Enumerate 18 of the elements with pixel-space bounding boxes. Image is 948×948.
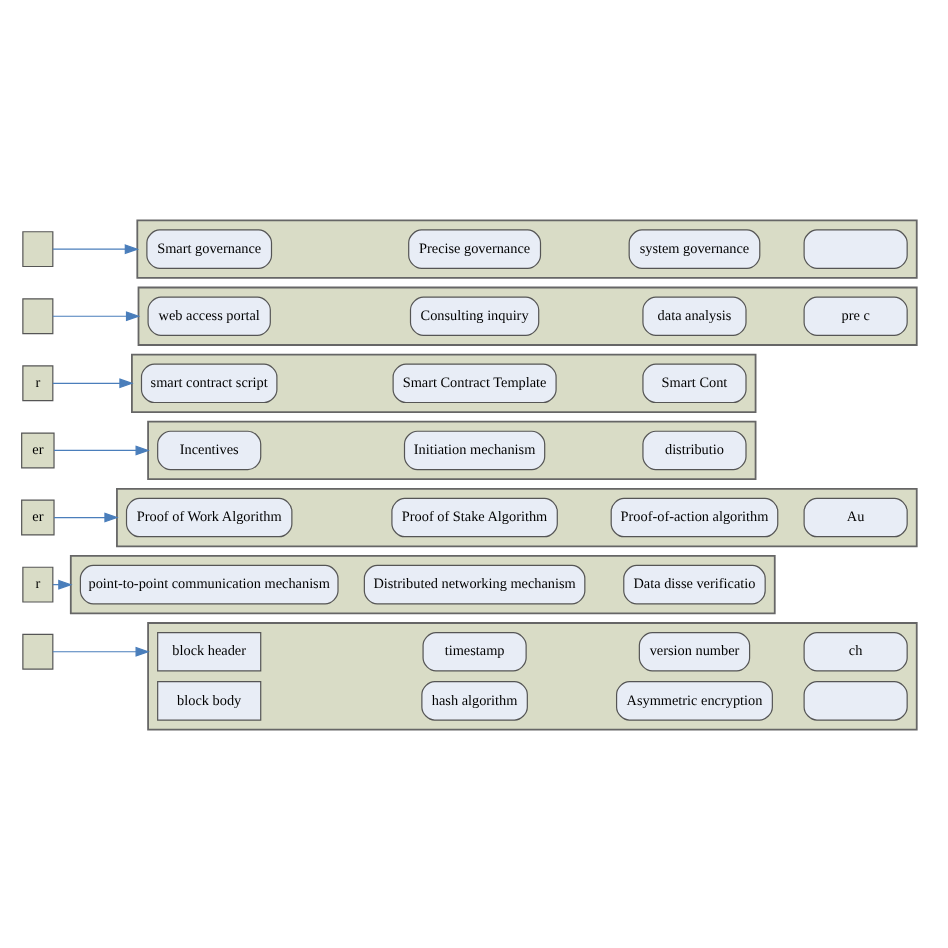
arrow (53, 511, 119, 522)
arrow (52, 243, 140, 254)
arrow (53, 444, 150, 455)
arrow (52, 377, 134, 388)
cluster (137, 285, 918, 345)
cluster (136, 218, 918, 278)
node-box (803, 228, 908, 268)
node-box (22, 632, 54, 669)
cluster (131, 352, 757, 412)
cluster (147, 621, 918, 730)
arrow (52, 310, 141, 321)
node-box (803, 680, 908, 720)
node-box (22, 297, 54, 334)
cluster (116, 486, 918, 547)
cluster (147, 419, 757, 480)
node-box (22, 230, 54, 267)
cluster (69, 554, 776, 614)
arrow (52, 645, 150, 656)
